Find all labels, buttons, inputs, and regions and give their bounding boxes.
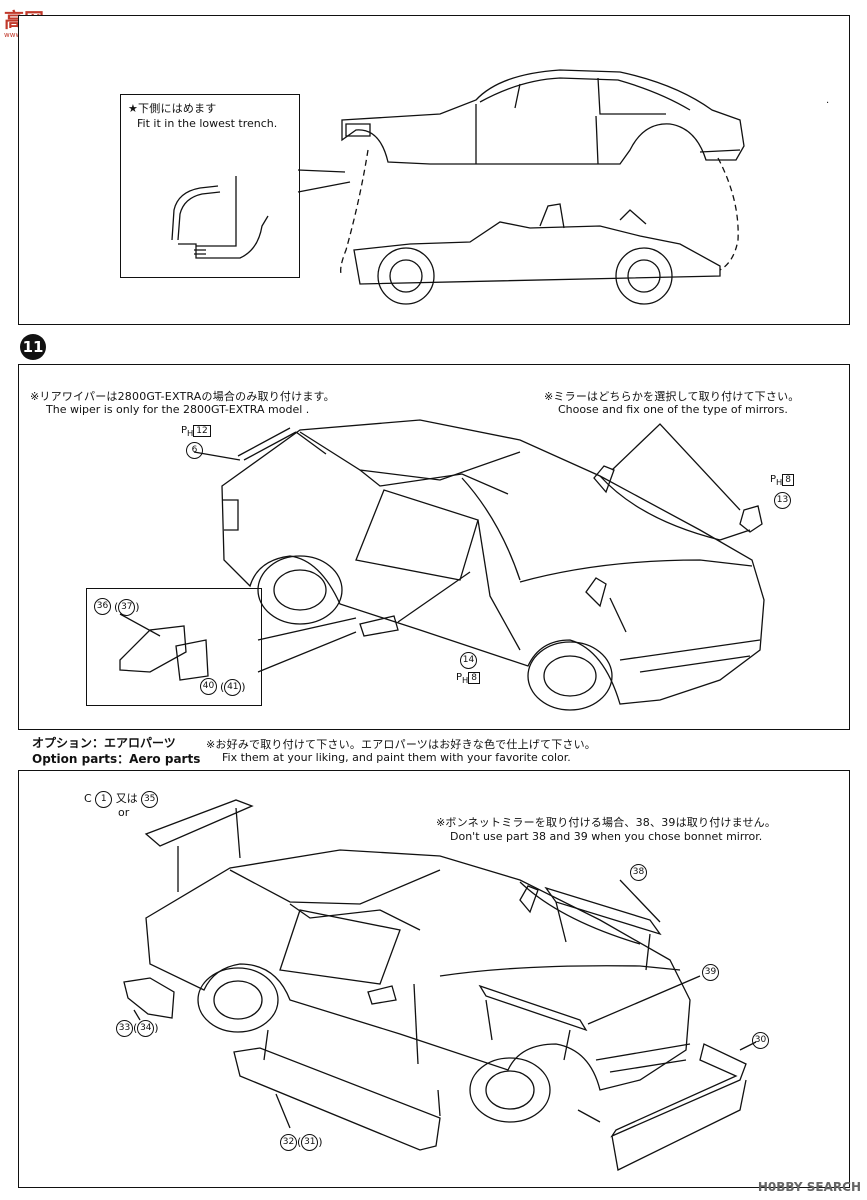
part-c1-or-35-label: C 1 又は 35 xyxy=(84,790,159,808)
svg-text:·: · xyxy=(826,98,829,109)
part-39-marker: 39 xyxy=(702,964,719,981)
wiper-note-jp: ※リアワイパーは2800GT-EXTRAの場合のみ取り付けます。 xyxy=(30,390,335,403)
part-6-marker: 6 xyxy=(186,442,203,459)
part-41-label: (41) xyxy=(220,679,246,696)
trench-note-jp: ★下側にはめます xyxy=(128,102,217,115)
part-32-31-label: 32(31) xyxy=(280,1134,323,1151)
option-desc-jp: ※お好みで取り付けて下さい。エアロパーツはお好きな色で仕上げて下さい。 xyxy=(206,738,596,751)
bonnet-note-en: Don't use part 38 and 39 when you chose … xyxy=(450,830,763,843)
inset-trench-detail xyxy=(120,94,300,278)
part-36-marker: 36 xyxy=(94,598,111,615)
bonnet-note-jp: ※ボンネットミラーを取り付ける場合、38、39は取り付けません。 xyxy=(436,816,777,829)
or-en-label: or xyxy=(118,806,130,819)
hobby-search-watermark: H0BBY SEARCH xyxy=(757,1180,861,1194)
part-33-34-label: 33(34) xyxy=(116,1020,159,1037)
option-title-jp: オプション：エアロパーツ xyxy=(32,736,176,750)
part-14-marker: 14 xyxy=(460,652,477,669)
part-13-marker: 13 xyxy=(774,492,791,509)
option-desc-en: Fix them at your liking, and paint them … xyxy=(222,751,571,764)
mirror-note-jp: ※ミラーはどちらかを選択して取り付けて下さい。 xyxy=(544,390,800,403)
part-37-label: (37) xyxy=(114,599,140,616)
part-38-marker: 38 xyxy=(630,864,647,881)
mirror-note-en: Choose and fix one of the type of mirror… xyxy=(558,403,788,416)
step-number-badge: 11 xyxy=(20,334,46,360)
trench-note-en: Fit it in the lowest trench. xyxy=(137,117,278,130)
wiper-note-en: The wiper is only for the 2800GT-EXTRA m… xyxy=(46,403,310,416)
option-title-en: Option parts：Aero parts xyxy=(32,752,201,766)
part-30-marker: 30 xyxy=(752,1032,769,1049)
part-40-marker: 40 xyxy=(200,678,217,695)
